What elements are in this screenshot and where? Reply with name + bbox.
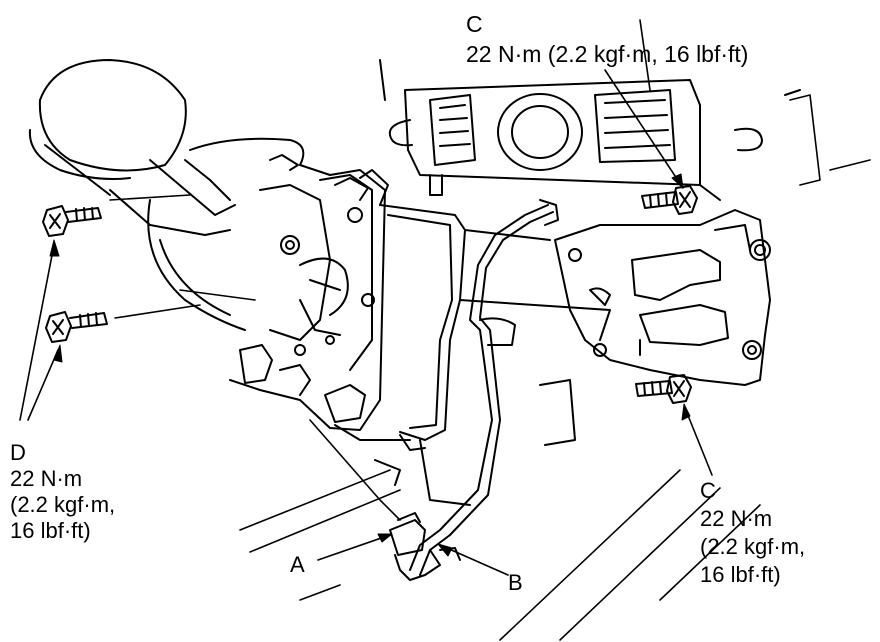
callout-d-line2: (2.2 kgf·m, — [10, 492, 116, 517]
callout-c-right-line2: (2.2 kgf·m, — [700, 534, 806, 559]
callout-b: B — [508, 570, 523, 595]
callout-d-letter: D — [10, 440, 26, 465]
callout-c-top-letter: C — [466, 11, 483, 37]
bolt-c-right — [635, 374, 692, 404]
bolt-d-upper — [42, 205, 102, 237]
console-frame — [334, 204, 611, 506]
bracket-plate — [554, 209, 771, 386]
bolt-d-lower — [45, 311, 108, 343]
wire-harness — [389, 199, 559, 581]
callout-c-right-line1: 22 N·m — [700, 506, 773, 531]
floor-lines — [109, 19, 871, 641]
callout-d-line3: 16 lbf·ft) — [10, 518, 91, 543]
arrowheads — [49, 173, 691, 557]
leader-lines — [19, 69, 713, 576]
bolt-c-top — [641, 185, 698, 215]
callout-c-top-torque: 22 N·m (2.2 kgf·m, 16 lbf·ft) — [466, 41, 749, 67]
callout-d-line1: 22 N·m — [10, 466, 83, 491]
callout-c-right-line3: 16 lbf·ft) — [700, 562, 781, 587]
shifter-housing — [147, 137, 389, 431]
dash-panel — [379, 59, 801, 201]
callout-c-right-letter: C — [700, 478, 716, 503]
callout-a: A — [290, 552, 305, 577]
shift-knob — [28, 59, 236, 236]
